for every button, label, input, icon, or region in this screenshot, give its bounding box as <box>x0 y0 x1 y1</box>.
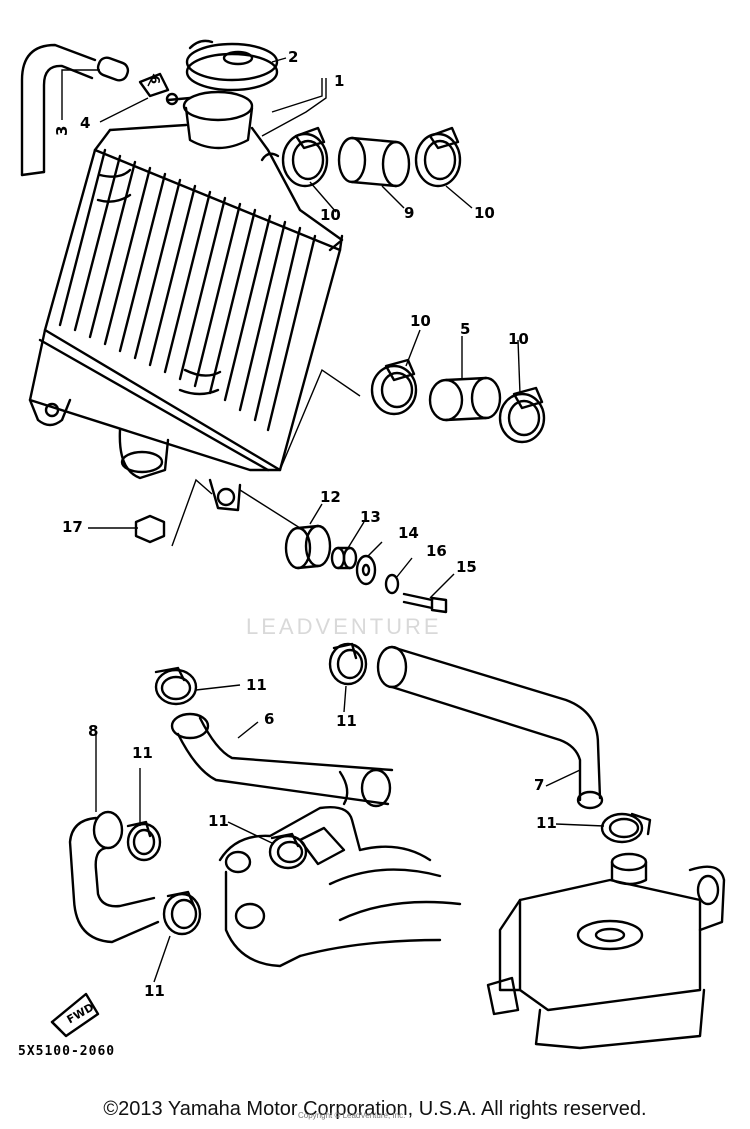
hose-left <box>68 810 160 944</box>
callout-11-upper-left: 11 <box>246 676 267 694</box>
clamp-right <box>600 812 652 844</box>
clamp-left-lower <box>162 890 202 936</box>
callout-10-upper-right: 10 <box>474 204 495 222</box>
callout-14: 14 <box>398 524 419 542</box>
watermark: LEADVENTURE <box>246 614 442 639</box>
radiator-core <box>28 90 344 512</box>
clamp-left-upper <box>126 820 162 862</box>
copyright-notice: ©2013 Yamaha Motor Corporation, U.S.A. A… <box>103 1098 647 1120</box>
filler-neck-clip <box>138 72 192 106</box>
hose-right-long <box>376 645 604 810</box>
mid-hose-clamp-left <box>370 358 418 416</box>
clamp-upper-middle <box>328 642 368 686</box>
small-credit: Copyright © LeadVenture, Inc. <box>298 1111 406 1120</box>
callout-8: 8 <box>88 722 99 740</box>
callout-11-upper-middle: 11 <box>336 712 357 730</box>
callout-11-left-upper: 11 <box>132 744 153 762</box>
mid-hose <box>428 376 502 422</box>
grommet <box>284 524 332 570</box>
mid-hose-clamp-right <box>498 386 546 444</box>
callout-10-mid-left: 10 <box>410 312 431 330</box>
bolt <box>402 592 448 614</box>
lock-washer <box>384 573 400 595</box>
callout-16: 16 <box>426 542 447 560</box>
callout-7: 7 <box>534 776 545 794</box>
washer <box>355 554 377 586</box>
callout-1: 1 <box>334 72 345 90</box>
callout-10-upper-left: 10 <box>320 206 341 224</box>
callout-11-right: 11 <box>536 814 557 832</box>
parts-diagram <box>20 39 726 1050</box>
callout-12: 12 <box>320 488 341 506</box>
callout-10-mid-right: 10 <box>508 330 529 348</box>
callout-2: 2 <box>288 48 299 66</box>
leader-lines <box>61 57 605 983</box>
callout-3: 3 <box>53 125 71 136</box>
callout-11-left-lower: 11 <box>144 982 165 1000</box>
cylinder-head <box>486 852 726 1050</box>
collar <box>330 546 358 570</box>
hose-middle <box>170 712 394 808</box>
radiator-cap <box>185 39 279 92</box>
callout-13: 13 <box>360 508 381 526</box>
callout-15: 15 <box>456 558 477 576</box>
clamp-upper-left <box>154 666 198 706</box>
upper-hose-clamp-right <box>414 126 462 188</box>
callout-9: 9 <box>404 204 415 222</box>
upper-hose <box>337 136 411 188</box>
upper-hose-clamp-left <box>281 126 329 188</box>
callout-17: 17 <box>62 518 83 536</box>
callout-5: 5 <box>460 320 471 338</box>
callout-9-small: 9 <box>149 75 163 84</box>
callout-6: 6 <box>264 710 275 728</box>
fwd-arrow <box>50 992 100 1038</box>
nut <box>134 514 166 544</box>
callout-11-center: 11 <box>208 812 229 830</box>
overflow-hose <box>20 43 130 177</box>
water-pump-housing <box>218 806 462 968</box>
clamp-center <box>268 832 308 870</box>
callout-4: 4 <box>80 114 91 132</box>
diagram-code: 5X5100-2060 <box>18 1044 116 1059</box>
